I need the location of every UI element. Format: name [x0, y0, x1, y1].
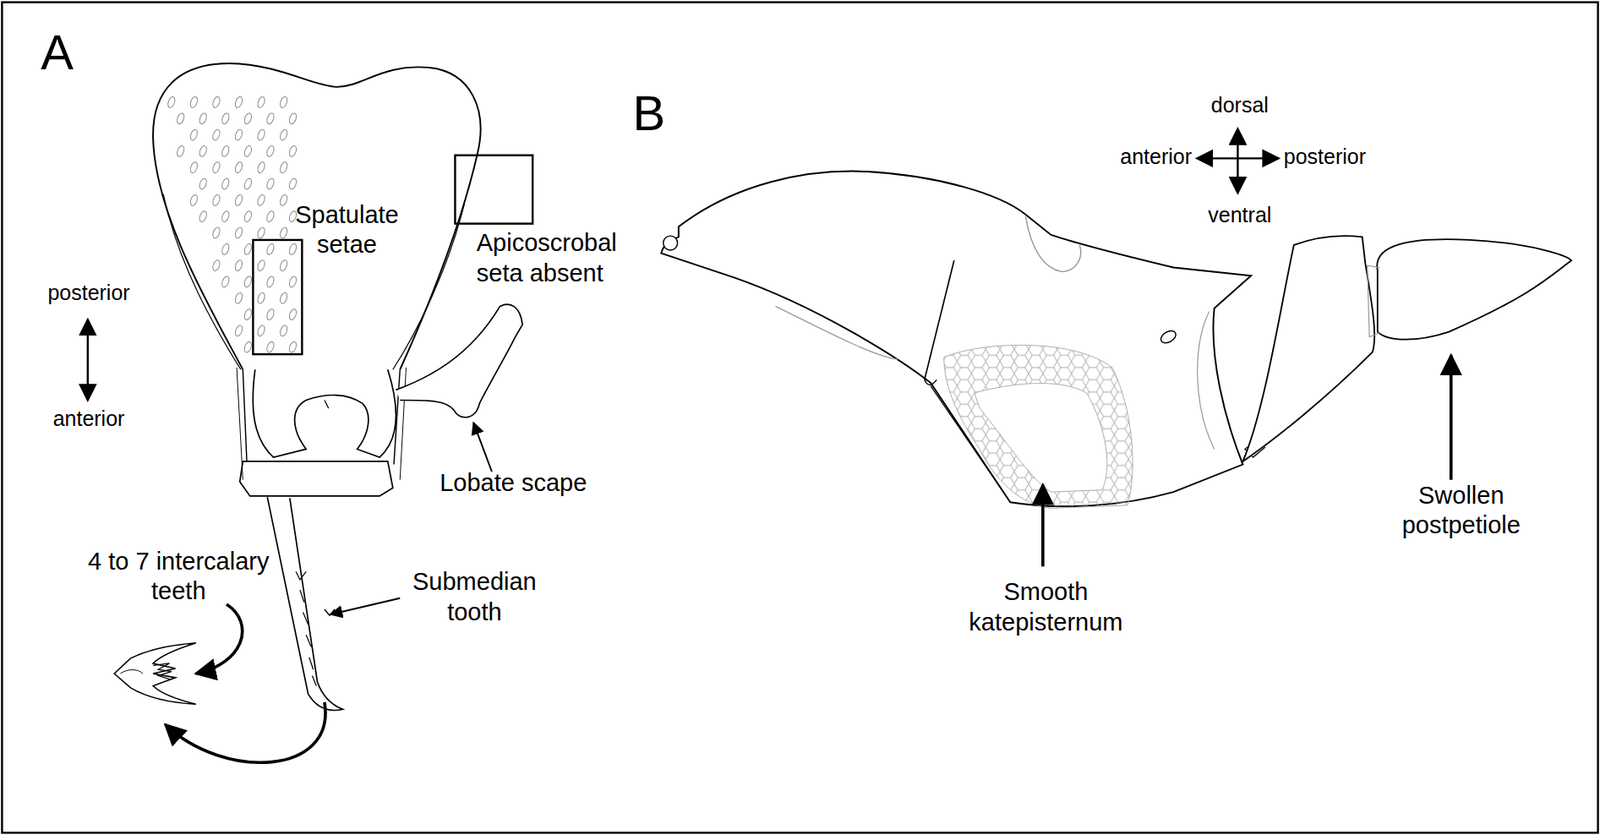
- spatulate-seta: [234, 128, 244, 142]
- direction-label: posterior: [1283, 143, 1366, 170]
- spatulate-seta: [265, 275, 275, 289]
- spatulate-seta: [265, 144, 275, 158]
- direction-label: anterior: [53, 405, 126, 432]
- part-label: 4 to 7 intercalary teeth: [62, 546, 295, 607]
- spatulate-seta: [256, 259, 266, 273]
- spatulate-seta: [220, 177, 230, 191]
- spatulate-seta: [278, 291, 289, 305]
- spatulate-seta: [220, 112, 230, 126]
- spatulate-seta: [234, 161, 244, 175]
- spatulate-seta: [243, 210, 253, 224]
- spatulate-seta: [288, 112, 298, 126]
- spatulate-seta: [166, 95, 176, 109]
- spatulate-seta: [211, 128, 221, 142]
- panel-letter: B: [633, 83, 667, 144]
- spatulate-seta: [234, 324, 244, 338]
- spatulate-seta: [234, 259, 244, 273]
- spatulate-seta: [243, 177, 253, 191]
- spatulate-seta: [278, 128, 289, 142]
- part-label: Apicoscrobal seta absent: [476, 228, 650, 289]
- spatulate-seta: [256, 95, 266, 109]
- part-label: Spatulate setae: [277, 200, 417, 261]
- spatulate-seta: [278, 95, 289, 109]
- spatulate-seta: [220, 242, 230, 256]
- spatulate-seta: [265, 210, 275, 224]
- spatulate-seta: [243, 242, 253, 256]
- spatulate-seta: [220, 275, 230, 289]
- spatulate-seta: [265, 308, 275, 322]
- spatulate-seta: [288, 242, 298, 256]
- spatulate-seta: [278, 193, 289, 207]
- spatulate-seta: [243, 340, 253, 354]
- part-label: Submedian tooth: [398, 567, 551, 628]
- spatulate-seta: [256, 226, 266, 240]
- spatulate-seta: [211, 226, 221, 240]
- spatulate-seta: [189, 193, 199, 207]
- spatulate-seta: [256, 161, 266, 175]
- spatulate-seta: [220, 144, 230, 158]
- spatulate-seta: [198, 210, 208, 224]
- spatulate-seta: [175, 144, 186, 158]
- spatulate-seta: [265, 242, 275, 256]
- spatulate-seta: [288, 144, 298, 158]
- spatulate-seta: [256, 128, 266, 142]
- spatulate-seta: [278, 226, 289, 240]
- spatulate-seta: [243, 144, 253, 158]
- spatulate-seta: [288, 308, 298, 322]
- spatulate-seta: [198, 144, 208, 158]
- panel-letter: A: [40, 22, 74, 83]
- spatulate-seta: [234, 291, 244, 305]
- spatulate-seta: [234, 226, 244, 240]
- direction-label: anterior: [1119, 143, 1192, 170]
- spatulate-seta: [243, 308, 253, 322]
- spatulate-seta: [234, 193, 244, 207]
- spatulate-seta: [288, 275, 298, 289]
- spatulate-seta: [278, 259, 289, 273]
- spatulate-seta: [265, 112, 275, 126]
- spatulate-seta: [265, 340, 275, 354]
- spatulate-seta: [278, 161, 289, 175]
- spatulate-seta: [220, 210, 230, 224]
- spatulate-seta: [256, 324, 266, 338]
- spatulate-seta: [211, 193, 221, 207]
- spatulate-seta: [211, 95, 221, 109]
- spatulate-seta: [278, 324, 289, 338]
- spatulate-seta: [211, 259, 221, 273]
- spatulate-seta: [175, 112, 186, 126]
- spatulate-seta: [189, 95, 199, 109]
- spatulate-seta: [288, 177, 298, 191]
- spatulate-seta: [189, 128, 199, 142]
- spatulate-seta: [189, 161, 199, 175]
- spatulate-seta: [198, 177, 208, 191]
- spatulate-seta: [256, 193, 266, 207]
- direction-label: dorsal: [1211, 92, 1269, 119]
- direction-label: ventral: [1207, 202, 1272, 229]
- spatulate-seta: [243, 112, 253, 126]
- spatulate-seta: [265, 177, 275, 191]
- part-label: Smooth katepisternum: [946, 577, 1146, 638]
- part-label: Lobate scape: [439, 468, 587, 498]
- part-label: Swollen postpetiole: [1382, 480, 1540, 541]
- spatulate-seta: [243, 275, 253, 289]
- spatulate-seta: [198, 112, 208, 126]
- spatulate-seta: [234, 95, 244, 109]
- spatulate-seta: [288, 340, 298, 354]
- spatulate-seta: [211, 161, 221, 175]
- direction-label: posterior: [47, 279, 130, 306]
- spatulate-seta: [256, 291, 266, 305]
